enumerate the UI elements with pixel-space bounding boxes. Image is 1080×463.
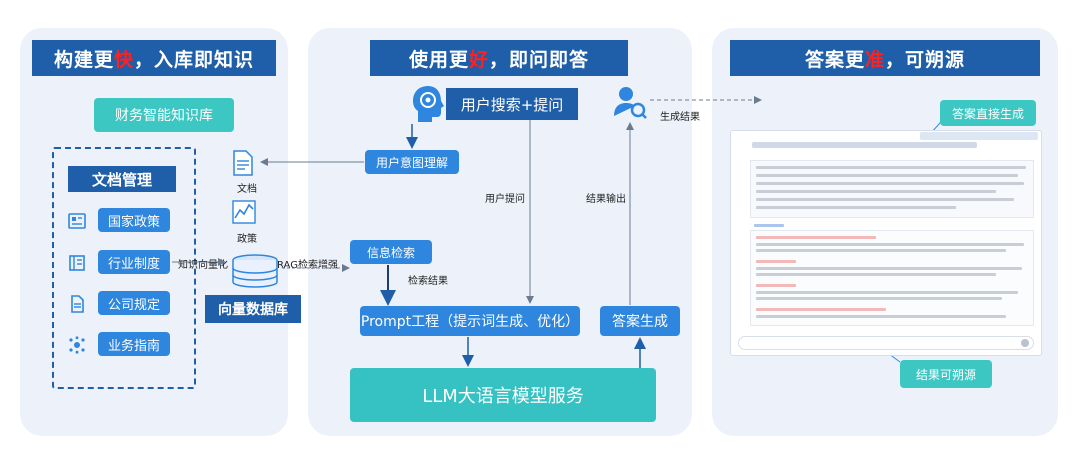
text-line bbox=[756, 174, 1018, 177]
send-icon[interactable] bbox=[1021, 339, 1029, 347]
doc-mgmt-frame bbox=[52, 147, 196, 389]
answer-gen-box[interactable]: 答案生成 bbox=[600, 306, 680, 336]
company-icon bbox=[71, 295, 84, 313]
vector-db-label: 向量数据库 bbox=[205, 295, 301, 323]
llm-box: LLM大语言模型服务 bbox=[350, 368, 656, 422]
text-line bbox=[756, 166, 1026, 169]
intent-box[interactable]: 用户意图理解 bbox=[365, 150, 459, 174]
text-line bbox=[756, 182, 1024, 185]
left-panel bbox=[20, 28, 288, 436]
doc-mgmt-title: 文档管理 bbox=[68, 166, 176, 192]
callout-traceable: 结果可朔源 bbox=[900, 360, 992, 388]
user-question-label: 用户提问 bbox=[485, 194, 525, 205]
kb-label: 财务智能知识库 bbox=[94, 98, 234, 132]
callout-direct-answer: 答案直接生成 bbox=[940, 100, 1036, 126]
item-business-guide[interactable]: 业务指南 bbox=[98, 332, 170, 356]
database-icon bbox=[232, 254, 278, 288]
text-line bbox=[756, 243, 1024, 246]
document-icon bbox=[233, 150, 253, 176]
item-industry-rules[interactable]: 行业制度 bbox=[98, 250, 170, 274]
industry-icon bbox=[69, 255, 85, 271]
question-bubble bbox=[752, 142, 977, 148]
text-line bbox=[756, 198, 1014, 201]
policy-label: 政策 bbox=[237, 234, 257, 245]
info-retrieval-box[interactable]: 信息检索 bbox=[350, 240, 432, 264]
text-line bbox=[756, 267, 1022, 270]
chat-input[interactable] bbox=[738, 336, 1034, 350]
text-line bbox=[756, 249, 1006, 252]
source-title bbox=[756, 284, 796, 287]
source-title bbox=[756, 260, 796, 263]
source-title bbox=[756, 236, 876, 239]
source-title bbox=[756, 308, 886, 311]
left-title: 构建更快，入库即知识 bbox=[32, 40, 276, 76]
text-line bbox=[756, 315, 1006, 318]
text-line bbox=[756, 206, 956, 209]
vectorize-label: 知识向量化 bbox=[178, 260, 228, 271]
source-header bbox=[754, 224, 784, 227]
text-line bbox=[756, 297, 1002, 300]
gen-result-label: 生成结果 bbox=[660, 112, 700, 123]
text-line bbox=[756, 190, 996, 193]
policy-chart-icon bbox=[232, 200, 256, 224]
text-line bbox=[756, 291, 1018, 294]
ai-head-icon bbox=[413, 86, 444, 122]
user-search-icon bbox=[614, 87, 647, 119]
retrieval-result-label: 检索结果 bbox=[408, 276, 448, 287]
item-national-policy[interactable]: 国家政策 bbox=[98, 208, 170, 232]
right-title: 答案更准，可朔源 bbox=[730, 40, 1040, 76]
item-company-rules[interactable]: 公司规定 bbox=[98, 291, 170, 315]
rag-label: RAG检索增强 bbox=[277, 260, 338, 271]
prompt-eng-box[interactable]: Prompt工程（提示词生成、优化） bbox=[360, 306, 580, 336]
middle-title: 使用更好，即问即答 bbox=[370, 40, 628, 76]
window-toolbar bbox=[920, 132, 1038, 140]
guide-icon bbox=[69, 336, 85, 354]
policy-icon bbox=[68, 213, 86, 229]
result-output-label: 结果输出 bbox=[586, 194, 626, 205]
user-query-box[interactable]: 用户搜索+提问 bbox=[446, 88, 578, 120]
doc-label: 文档 bbox=[237, 184, 257, 195]
text-line bbox=[756, 273, 996, 276]
